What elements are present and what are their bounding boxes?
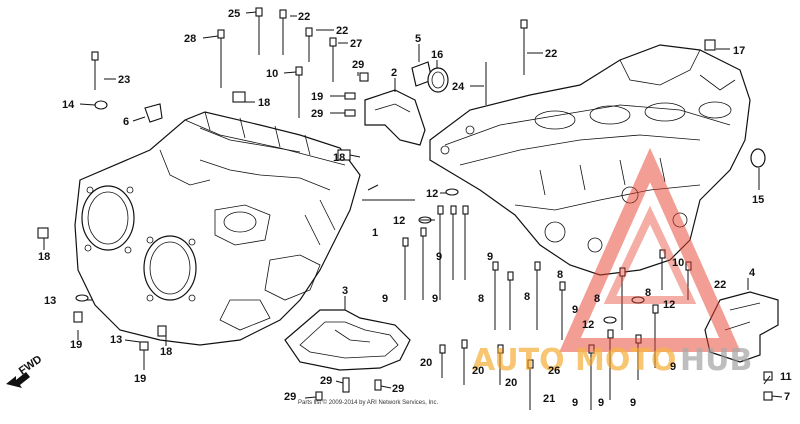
callout-9: 9 — [630, 397, 636, 409]
callout-1: 1 — [372, 227, 378, 239]
callout-8: 8 — [594, 293, 600, 305]
callout-labels: 25 22 22 28 27 5 16 22 17 23 10 29 2 24 … — [38, 8, 792, 409]
oil-strainer-plate — [284, 309, 411, 371]
callout-18: 18 — [160, 346, 172, 358]
callout-29: 29 — [284, 391, 296, 403]
callout-28: 28 — [184, 33, 196, 45]
watermark-hub: HUB — [680, 343, 752, 378]
callout-22: 22 — [298, 11, 310, 23]
leader-lines — [43, 11, 783, 399]
callout-24: 24 — [452, 81, 465, 93]
callout-22: 22 — [336, 25, 348, 37]
callout-12: 12 — [582, 319, 594, 331]
callout-9: 9 — [572, 397, 578, 409]
callout-16: 16 — [431, 49, 443, 61]
callout-14: 14 — [62, 99, 75, 111]
callout-9: 9 — [572, 304, 578, 316]
callout-9: 9 — [382, 293, 388, 305]
callout-8: 8 — [478, 293, 484, 305]
callout-25: 25 — [228, 8, 240, 20]
callout-6: 6 — [123, 116, 129, 128]
callout-29: 29 — [320, 375, 332, 387]
callout-19: 19 — [311, 91, 323, 103]
callout-3: 3 — [342, 285, 348, 297]
callout-15: 15 — [752, 194, 764, 206]
upper-crankcase — [74, 111, 361, 346]
automotohub-watermark: AUTO MOTO HUB — [472, 147, 752, 378]
callout-17: 17 — [733, 45, 745, 57]
callout-12: 12 — [393, 215, 405, 227]
callout-20: 20 — [505, 377, 517, 389]
callout-9: 9 — [670, 361, 676, 373]
callout-8: 8 — [645, 287, 651, 299]
callout-19: 19 — [70, 339, 82, 351]
callout-10: 10 — [672, 257, 684, 269]
oil-filler-parts — [411, 61, 766, 168]
watermark-auto: AUTO — [472, 343, 565, 378]
callout-10: 10 — [266, 68, 278, 80]
callout-18: 18 — [258, 97, 270, 109]
callout-11: 11 — [780, 371, 792, 383]
callout-18: 18 — [38, 251, 50, 263]
callout-27: 27 — [350, 38, 362, 50]
callout-19: 19 — [134, 373, 146, 385]
lower-crankcase — [429, 44, 751, 276]
callout-9: 9 — [487, 251, 493, 263]
callout-9: 9 — [436, 251, 442, 263]
callout-9: 9 — [432, 293, 438, 305]
callout-21: 21 — [543, 393, 555, 405]
callout-13: 13 — [44, 295, 56, 307]
callout-12: 12 — [663, 299, 675, 311]
copyright-notice: Parts list © 2009-2014 by ARI Network Se… — [298, 399, 438, 406]
callout-22: 22 — [714, 279, 726, 291]
callout-8: 8 — [557, 269, 563, 281]
fwd-indicator: FWD — [6, 353, 44, 388]
callout-29: 29 — [311, 108, 323, 120]
callout-13: 13 — [110, 334, 122, 346]
callout-22: 22 — [545, 48, 557, 60]
watermark-triangle — [559, 147, 741, 352]
callout-9: 9 — [598, 397, 604, 409]
callout-29: 29 — [352, 59, 364, 71]
callout-26: 26 — [548, 365, 560, 377]
callout-20: 20 — [420, 357, 432, 369]
callout-12: 12 — [426, 188, 438, 200]
callout-5: 5 — [415, 33, 421, 45]
callout-29: 29 — [392, 383, 404, 395]
callout-7: 7 — [784, 391, 790, 403]
breather-cover — [364, 89, 426, 146]
fwd-arrow-icon — [6, 372, 30, 388]
callout-18: 18 — [333, 152, 345, 164]
callout-2: 2 — [391, 67, 397, 79]
callout-8: 8 — [524, 291, 530, 303]
callout-4: 4 — [749, 267, 756, 279]
callout-20: 20 — [472, 365, 484, 377]
fwd-label: FWD — [17, 353, 44, 377]
callout-23: 23 — [118, 74, 130, 86]
watermark-moto: MOTO — [575, 343, 676, 378]
